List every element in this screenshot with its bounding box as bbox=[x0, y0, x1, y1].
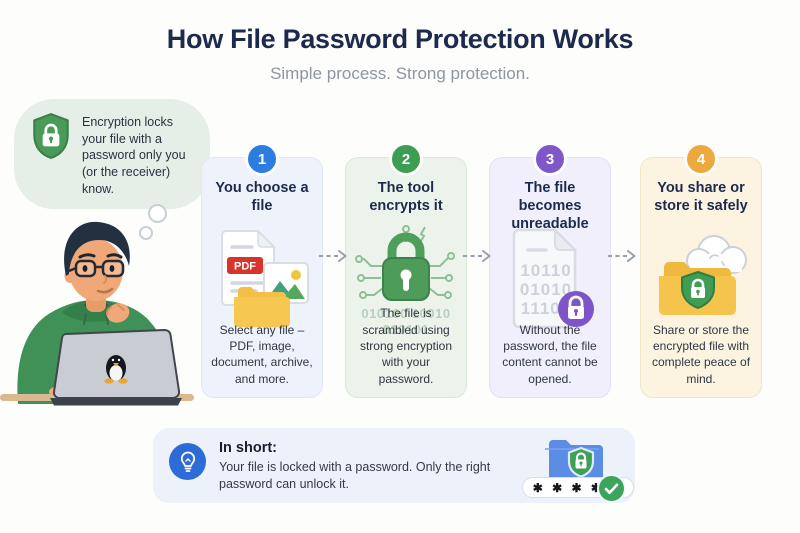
flow-arrow-icon bbox=[462, 249, 492, 268]
summary-textbox: In short: Your file is locked with a pas… bbox=[219, 440, 534, 494]
svg-text:PDF: PDF bbox=[234, 261, 256, 273]
thought-trail-circle bbox=[139, 226, 153, 240]
thought-trail-circle bbox=[148, 204, 167, 223]
step-card-choose-file: 1 You choose a file PDF Select any file … bbox=[201, 142, 323, 398]
step-description: Share or store the encrypted file with c… bbox=[651, 322, 751, 386]
step-card-encrypt: 2 The tool encrypts it 010100 bbox=[345, 142, 467, 398]
header: How File Password Protection Works Simpl… bbox=[0, 24, 800, 84]
file-pdf-image-folder-icon: PDF bbox=[202, 218, 322, 340]
summary-banner: In short: Your file is locked with a pas… bbox=[153, 428, 635, 503]
svg-text:10110: 10110 bbox=[520, 261, 571, 280]
step-number-badge: 1 bbox=[245, 142, 279, 176]
shield-lock-icon bbox=[30, 112, 72, 165]
svg-text:11101: 11101 bbox=[521, 299, 571, 318]
step-title: The file becomes unreadable bbox=[511, 180, 589, 233]
page-subtitle: Simple process. Strong protection. bbox=[270, 64, 530, 83]
step-title: You choose a file bbox=[215, 180, 309, 215]
step-number-badge: 3 bbox=[533, 142, 567, 176]
step-description: Select any file – PDF, image, document, … bbox=[211, 322, 313, 386]
page-title: How File Password Protection Works bbox=[166, 24, 634, 54]
summary-text: Your file is locked with a password. Onl… bbox=[219, 460, 491, 492]
step-number-badge: 2 bbox=[389, 142, 423, 176]
flow-arrow-icon bbox=[607, 249, 637, 268]
lightbulb-icon bbox=[169, 443, 206, 480]
person-illustration bbox=[0, 212, 200, 415]
step-card-unreadable: 3 The file becomes unreadable 10110 0101… bbox=[489, 142, 611, 398]
step-number-badge: 4 bbox=[684, 142, 718, 176]
step-description: The file is scrambled using strong encry… bbox=[359, 306, 453, 386]
cloud-folder-shield-icon bbox=[641, 218, 761, 340]
thought-bubble-text: Encryption locks your file with a passwo… bbox=[82, 115, 186, 196]
step-description: Without the password, the file content c… bbox=[502, 322, 598, 386]
folder-shield-lock-icon bbox=[543, 436, 607, 491]
encrypted-document-lock-icon: 10110 01010 11101 bbox=[490, 218, 610, 340]
checkmark-icon bbox=[597, 474, 626, 503]
step-title: You share or store it safely bbox=[654, 180, 748, 215]
flow-arrow-icon bbox=[318, 249, 348, 268]
summary-title: In short: bbox=[219, 440, 277, 456]
binary-text: 010100 10010 010101 bbox=[361, 305, 451, 337]
thought-bubble: Encryption locks your file with a passwo… bbox=[14, 99, 210, 209]
step-title: The tool encrypts it bbox=[369, 180, 443, 215]
svg-text:01010: 01010 bbox=[520, 280, 572, 299]
padlock-circuit-icon: 010100 10010 010101 bbox=[346, 218, 466, 340]
step-card-share-store: 4 You share or store it safely Share bbox=[640, 142, 762, 398]
